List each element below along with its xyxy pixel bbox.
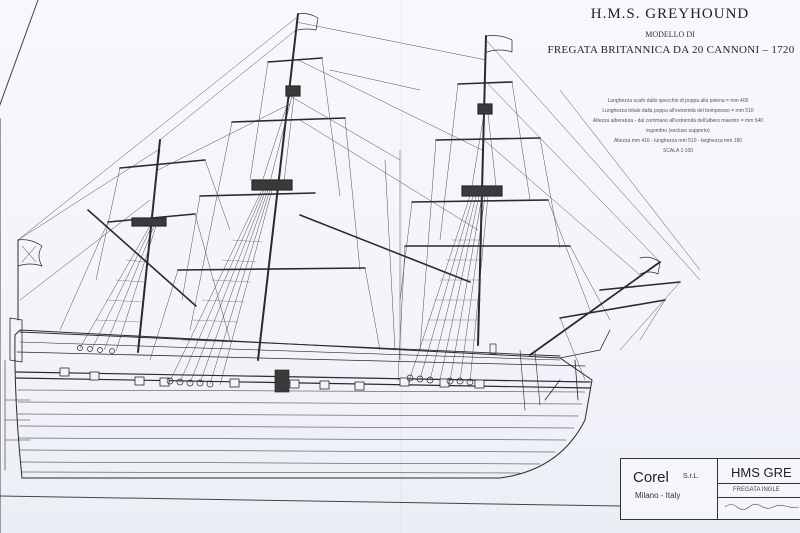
brand-name: Corel xyxy=(633,469,669,486)
flags xyxy=(17,13,661,321)
spec-line: Lunghezza scafo dallo specchio di poppa … xyxy=(607,98,749,104)
masts xyxy=(137,13,661,361)
ship-hull xyxy=(4,317,611,479)
handwritten-mark xyxy=(724,503,800,510)
sheet-fold-line xyxy=(401,0,402,533)
cartouche-model-subtitle: FREGATA INGLE xyxy=(733,487,780,493)
brand-city: Milano - Italy xyxy=(635,491,681,500)
spec-line: ingombro (escluso supporto) xyxy=(646,128,710,134)
yards xyxy=(87,57,681,319)
gun-ports xyxy=(59,367,485,391)
deck-details xyxy=(19,331,561,393)
title-cartouche: Corel S.r.L. Milano - Italy HMS GRE FREG… xyxy=(620,458,800,520)
cartouche-divider xyxy=(717,483,800,484)
channels-deadeyes xyxy=(77,345,474,388)
spec-line: SCALA 1:100 xyxy=(662,148,694,154)
cartouche-model-name: HMS GRE xyxy=(731,465,792,480)
specifications-block: Lunghezza scafo dallo specchio di poppa … xyxy=(548,96,800,156)
document-title: H.M.S. GREYHOUND xyxy=(590,6,750,22)
mast-tops xyxy=(131,85,503,227)
brand-suffix: S.r.L. xyxy=(683,473,700,480)
spec-line: Lunghezza totale dalla poppa all'estremi… xyxy=(602,108,754,114)
cartouche-divider xyxy=(717,497,800,498)
cartouche-maker-panel xyxy=(621,459,718,519)
model-title: FREGATA BRITANNICA DA 20 CANNONI – 1720 xyxy=(547,44,795,56)
document-subtitle: MODELLO DI xyxy=(645,30,695,39)
rigging xyxy=(17,17,701,386)
ratlines xyxy=(95,239,485,343)
spec-line: Altezza mm 416 - lunghezza mm 510 - larg… xyxy=(613,138,743,144)
spec-line: Altezza alberatura - dal corrimano all'e… xyxy=(592,118,764,124)
